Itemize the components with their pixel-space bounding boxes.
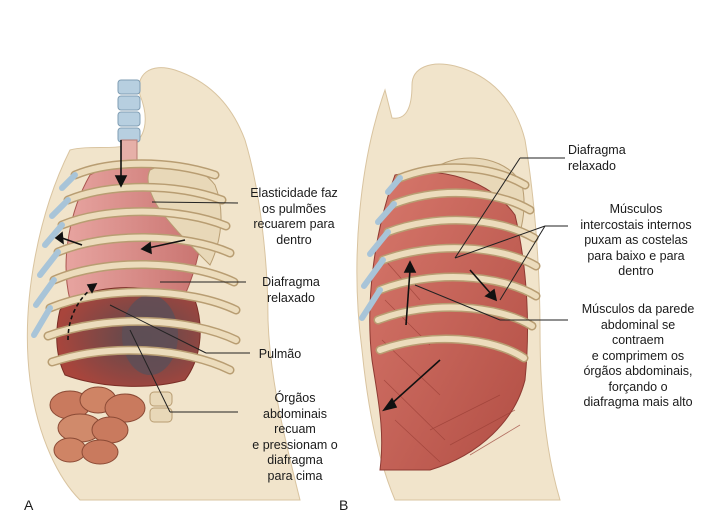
intestines-a xyxy=(49,386,146,465)
lumbar-spine-a xyxy=(149,391,173,423)
label-internal-intercostals: Músculos intercostais internos puxam as … xyxy=(580,202,692,278)
panel-letter-a: A xyxy=(24,497,34,513)
panel-b-illustration xyxy=(356,63,568,501)
cervical-spine-a xyxy=(117,79,141,143)
cartilage-b xyxy=(359,175,403,321)
ribs-a xyxy=(43,159,241,375)
label-diaphragm-relaxed-b: Diafragma relaxado xyxy=(568,143,626,173)
leader-lines-b xyxy=(414,157,568,321)
label-lung-elasticity: Elasticidade faz os pulmões recuarem par… xyxy=(250,186,338,247)
label-abdominal-wall-muscles: Músculos da parede abdominal se contraem… xyxy=(581,302,695,409)
label-abdominal-organs: Órgãos abdominais recuam e pressionam o … xyxy=(252,391,338,483)
panel-a-illustration xyxy=(26,67,301,501)
cartilage-a xyxy=(31,172,78,338)
label-lung: Pulmão xyxy=(258,347,302,361)
leader-lines-a xyxy=(109,201,250,413)
arrows-b xyxy=(382,260,498,412)
label-diaphragm-relaxed-a: Diafragma relaxado xyxy=(262,275,320,305)
arrows-a xyxy=(54,140,186,341)
ribs-b xyxy=(373,163,541,363)
panel-letter-b: B xyxy=(339,497,349,513)
